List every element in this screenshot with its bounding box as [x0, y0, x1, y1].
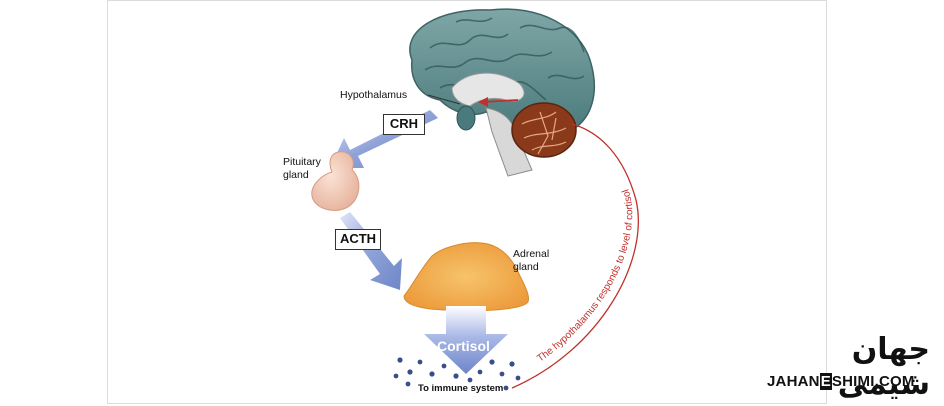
- logo-english-right: SHIMI.COM: [831, 373, 915, 390]
- brain: [409, 8, 596, 177]
- logo-english-text: JAHANESHIMI.COM: [767, 373, 915, 390]
- feedback-curve: [511, 123, 639, 389]
- feedback-label: The hypothalamus responds to level of co…: [535, 188, 635, 365]
- immune-system-label: To immune system: [418, 383, 504, 394]
- pituitary-gland-shape: [311, 151, 360, 211]
- hypothalamus-pointer: [427, 94, 461, 105]
- adrenal-gland-shape: [403, 242, 529, 312]
- logo-persian-text: جهان شیمی: [837, 332, 930, 402]
- cortisol-label: Cortisol: [437, 338, 490, 354]
- logo-english-left: JAHAN: [767, 373, 820, 390]
- hypothalamus-label: Hypothalamus: [340, 89, 408, 101]
- cortisol-arrow: [424, 306, 508, 374]
- acth-arrow: [340, 212, 402, 290]
- site-logo: جهان شیمی JAHANESHIMI.COM: [760, 332, 930, 402]
- logo-english-mid: E: [819, 373, 832, 390]
- acth-hormone-box: ACTH: [335, 229, 381, 250]
- immune-molecules: [393, 357, 521, 391]
- crh-hormone-box: CRH: [383, 114, 425, 135]
